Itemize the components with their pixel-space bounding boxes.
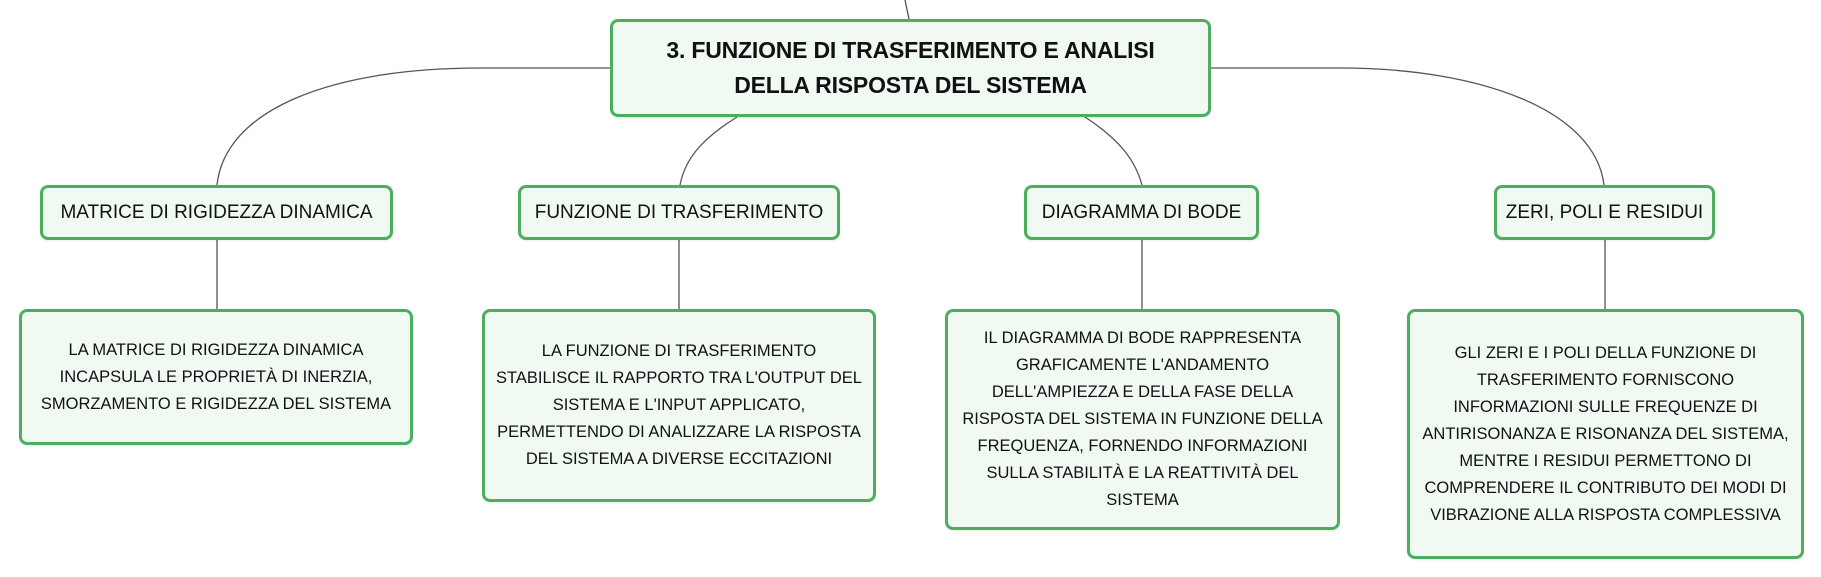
detail-node-matrice-rigidezza[interactable]: LA MATRICE DI RIGIDEZZA DINAMICA INCAPSU… (19, 309, 413, 445)
branch-node-funzione-trasferimento[interactable]: FUNZIONE DI TRASFERIMENTO (518, 185, 840, 240)
connector-root-to-funzione (679, 116, 738, 186)
branch-node-label: MATRICE DI RIGIDEZZA DINAMICA (60, 201, 373, 223)
detail-node-text: IL DIAGRAMMA DI BODE RAPPRESENTA GRAFICA… (962, 329, 1323, 509)
root-node-label: 3. FUNZIONE DI TRASFERIMENTO E ANALISI D… (666, 37, 1155, 98)
branch-node-diagramma-bode[interactable]: DIAGRAMMA DI BODE (1024, 185, 1259, 240)
branch-node-zeri-poli-residui[interactable]: ZERI, POLI E RESIDUI (1494, 185, 1715, 240)
connector-root-to-matrice (216, 67, 610, 186)
detail-node-text: LA FUNZIONE DI TRASFERIMENTO STABILISCE … (496, 342, 862, 468)
branch-node-matrice-rigidezza[interactable]: MATRICE DI RIGIDEZZA DINAMICA (40, 185, 393, 240)
detail-node-text: GLI ZERI E I POLI DELLA FUNZIONE DI TRAS… (1422, 343, 1789, 524)
branch-node-label: DIAGRAMMA DI BODE (1041, 201, 1242, 223)
connector-parent-to-root (904, 0, 910, 20)
detail-node-text: LA MATRICE DI RIGIDEZZA DINAMICA INCAPSU… (40, 340, 392, 413)
connector-root-to-zeri (1211, 67, 1605, 186)
branch-node-label: FUNZIONE DI TRASFERIMENTO (534, 201, 824, 223)
root-node[interactable]: 3. FUNZIONE DI TRASFERIMENTO E ANALISI D… (610, 19, 1211, 117)
detail-node-diagramma-bode[interactable]: IL DIAGRAMMA DI BODE RAPPRESENTA GRAFICA… (945, 309, 1340, 530)
branch-node-label: ZERI, POLI E RESIDUI (1505, 201, 1704, 223)
connector-root-to-bode (1084, 116, 1143, 186)
detail-node-funzione-trasferimento[interactable]: LA FUNZIONE DI TRASFERIMENTO STABILISCE … (482, 309, 876, 502)
detail-node-zeri-poli-residui[interactable]: GLI ZERI E I POLI DELLA FUNZIONE DI TRAS… (1407, 309, 1804, 559)
